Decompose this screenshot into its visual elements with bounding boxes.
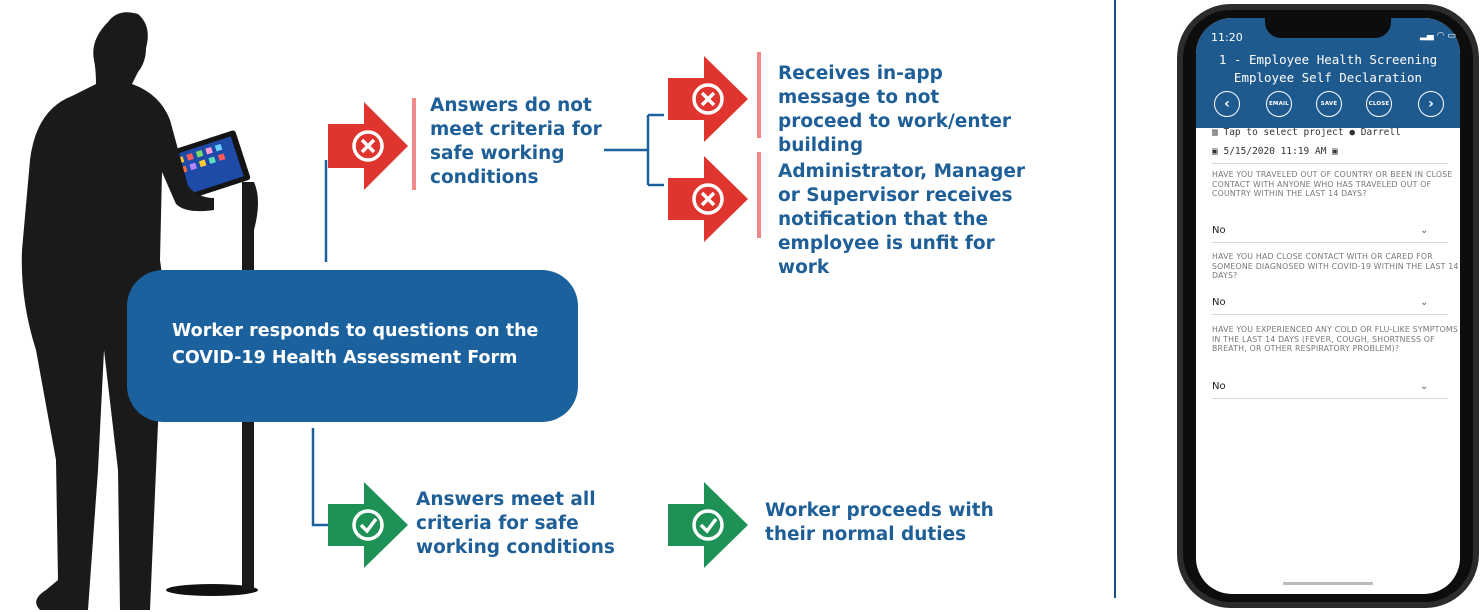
chevron-down-icon[interactable]: ⌄	[1420, 225, 1429, 236]
home-indicator[interactable]	[1283, 582, 1373, 585]
status-icons: ▂▄ ◠ ▭	[1420, 31, 1456, 41]
building-icon: ▥	[1212, 127, 1218, 138]
user-name: Darrell	[1360, 127, 1401, 138]
fail-arrow-icon	[668, 56, 748, 142]
email-button[interactable]: EMAIL	[1266, 91, 1292, 117]
pass-arrow-icon	[328, 482, 408, 568]
form-title: 1 - Employee Health Screening	[1218, 52, 1438, 67]
fail-outcome-notification-text: Administrator, Manager or Supervisor rec…	[778, 161, 1026, 278]
close-button[interactable]: CLOSE	[1366, 91, 1392, 117]
date-value: 5/15/2020 11:19 AM	[1223, 146, 1327, 157]
pass-outcome-text: Worker proceeds with their normal duties	[765, 500, 994, 545]
next-button[interactable]: ›	[1418, 91, 1444, 117]
chevron-down-icon[interactable]: ⌄	[1420, 297, 1429, 308]
project-selector[interactable]: ▥ Tap to select project ● Darrell	[1212, 127, 1401, 138]
fail-accent-bar	[757, 52, 761, 138]
divider	[1212, 242, 1448, 243]
divider	[1212, 314, 1448, 315]
chevron-down-icon[interactable]: ⌄	[1420, 381, 1429, 392]
save-button[interactable]: SAVE	[1316, 91, 1342, 117]
answer-select[interactable]: No	[1212, 225, 1226, 236]
question-text: HAVE YOU EXPERIENCED ANY COLD OR FLU-LIK…	[1212, 325, 1459, 354]
vertical-divider	[1114, 0, 1116, 598]
flow-connectors	[311, 113, 664, 527]
divider	[1212, 398, 1448, 399]
calendar-icon: ▣	[1332, 146, 1338, 157]
date-field[interactable]: ▣ 5/15/2020 11:19 AM ▣	[1212, 146, 1338, 157]
fail-criteria-text: Answers do not meet criteria for safe wo…	[430, 95, 602, 188]
fail-arrow-icon	[328, 102, 408, 190]
prev-button[interactable]: ‹	[1214, 91, 1240, 117]
fail-outcome-message-text: Receives in-app message to not proceed t…	[778, 63, 1012, 156]
answer-select[interactable]: No	[1212, 297, 1226, 308]
status-time: 11:20	[1211, 31, 1243, 44]
divider	[1212, 163, 1448, 164]
question-text: HAVE YOU TRAVELED OUT OF COUNTRY OR BEEN…	[1212, 170, 1453, 199]
pass-criteria-text: Answers meet all criteria for safe worki…	[416, 489, 615, 558]
fail-accent-bar	[757, 152, 761, 238]
form-subtitle: Employee Self Declaration	[1233, 70, 1423, 85]
pass-arrow-icon	[668, 482, 748, 568]
fail-arrow-icon	[668, 156, 748, 242]
answer-select[interactable]: No	[1212, 381, 1226, 392]
worker-responds-box	[127, 270, 578, 422]
phone-notch	[1265, 12, 1391, 38]
user-icon: ●	[1349, 127, 1356, 138]
question-text: HAVE YOU HAD CLOSE CONTACT WITH OR CARED…	[1212, 252, 1459, 281]
phone-screen	[1196, 18, 1460, 594]
worker-responds-text: Worker responds to questions on the COVI…	[172, 321, 539, 368]
calendar-icon: ▣	[1212, 146, 1218, 157]
fail-accent-bar	[412, 98, 416, 190]
project-placeholder: Tap to select project	[1223, 127, 1344, 138]
